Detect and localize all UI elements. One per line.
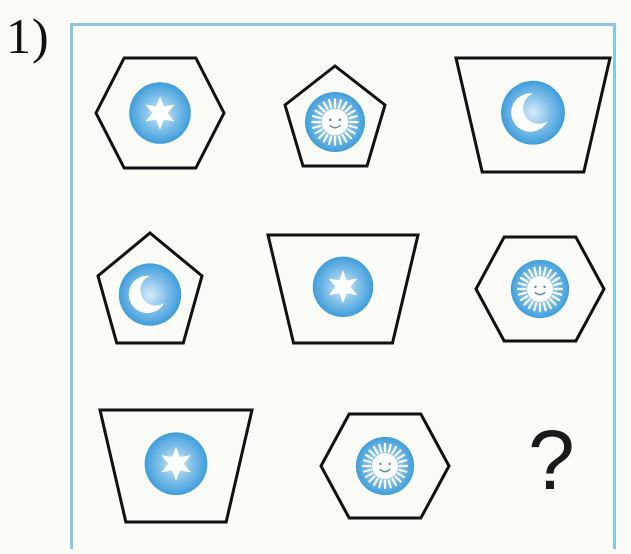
sun-icon xyxy=(312,99,357,144)
figure-r1-c1 xyxy=(96,58,224,168)
figure-r3-c2 xyxy=(321,414,449,518)
figure-r2-c1 xyxy=(98,233,202,343)
sun-icon xyxy=(363,444,407,488)
figure-r2-c2 xyxy=(268,235,418,343)
figure-r2-c3 xyxy=(476,237,604,341)
missing-figure-question-mark: ? xyxy=(528,412,575,508)
figure-r3-c1 xyxy=(100,410,252,522)
sun-icon xyxy=(518,267,562,311)
figure-r1-c3 xyxy=(456,58,610,172)
blue-disc xyxy=(119,263,181,325)
figure-r1-c2 xyxy=(285,66,385,166)
blue-disc xyxy=(501,81,565,145)
